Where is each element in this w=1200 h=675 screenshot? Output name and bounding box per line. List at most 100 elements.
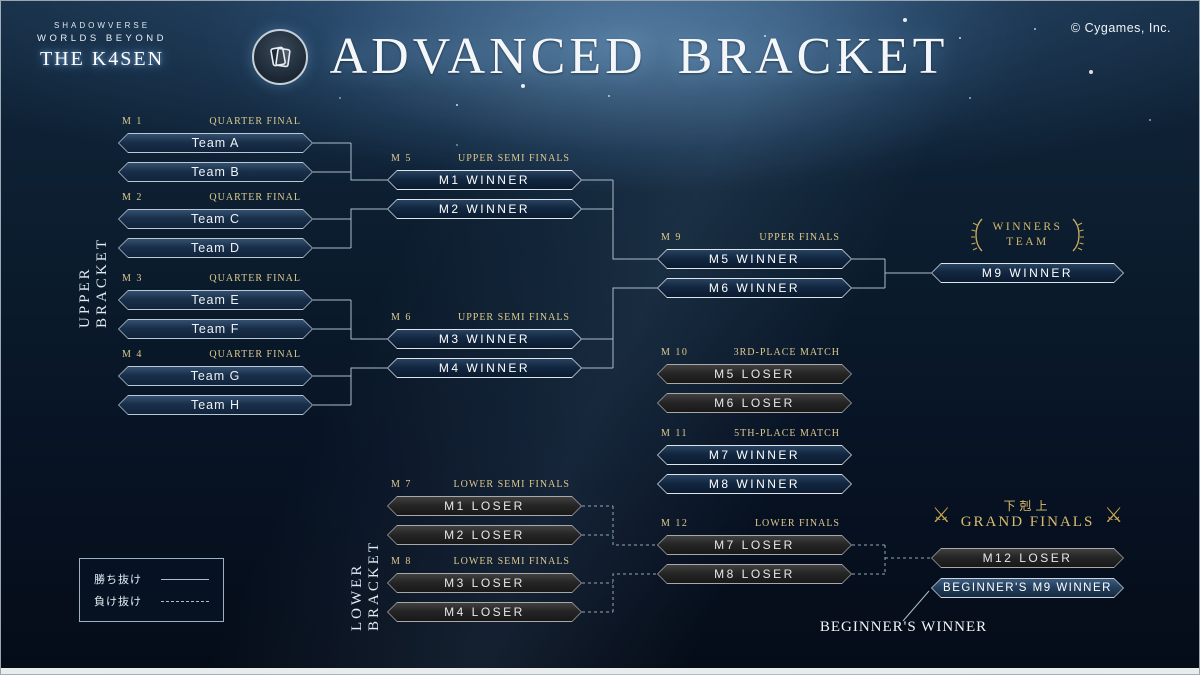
bottom-strip xyxy=(1,668,1199,674)
slot-box: M4 LOSER xyxy=(387,602,582,622)
loser-lines xyxy=(582,505,931,613)
match-type: LOWER SEMI FINALS xyxy=(453,556,570,567)
slot-box: M4 WINNER xyxy=(387,358,582,378)
slot-label: M7 LOSER xyxy=(714,538,795,552)
m12-loser-box: M12 LOSER xyxy=(931,548,1124,568)
match-id: M 1 xyxy=(122,116,143,127)
laurel-right-icon xyxy=(1070,217,1085,253)
slot-label: M9 WINNER xyxy=(981,266,1074,280)
slot-box: M8 LOSER xyxy=(657,564,852,584)
match-header: M 4 QUARTER FINAL xyxy=(118,346,313,360)
match-m2: M 2 QUARTER FINAL Team C Team D xyxy=(118,189,313,267)
winners-team-line2: TEAM xyxy=(1006,236,1049,248)
slot-box: M2 WINNER xyxy=(387,199,582,219)
match-m8: M 8 LOWER SEMI FINALS M3 LOSER M4 LOSER xyxy=(387,553,582,631)
winners-team-line1: WINNERS xyxy=(992,221,1063,234)
slot-label: M2 WINNER xyxy=(438,202,531,216)
match-id: M 6 xyxy=(391,312,412,323)
match-type: QUARTER FINAL xyxy=(209,116,301,127)
match-id: M 4 xyxy=(122,349,143,360)
match-m11: M 11 5TH-PLACE MATCH M7 WINNER M8 WINNER xyxy=(657,425,852,503)
match-id: M 8 xyxy=(391,556,412,567)
slot-box: M3 WINNER xyxy=(387,329,582,349)
slot-label: M3 LOSER xyxy=(444,576,525,590)
team-name: Team C xyxy=(190,212,241,226)
team-name: Team F xyxy=(191,322,240,336)
match-id: M 9 xyxy=(661,232,682,243)
match-header: M 2 QUARTER FINAL xyxy=(118,189,313,203)
team-name: Team D xyxy=(190,241,241,255)
slot-label: M4 WINNER xyxy=(438,361,531,375)
match-type: UPPER SEMI FINALS xyxy=(457,312,570,323)
match-id: M 5 xyxy=(391,153,412,164)
winners-team-text: WINNERS TEAM xyxy=(993,220,1063,250)
slot-label: M6 WINNER xyxy=(708,281,801,295)
team-box: Team C xyxy=(118,209,313,229)
match-type: QUARTER FINAL xyxy=(209,273,301,284)
crossed-swords-right-icon: ⚔ xyxy=(1104,503,1124,527)
team-box: Team G xyxy=(118,366,313,386)
grand-finals-header: ⚔ 下剋上 GRAND FINALS ⚔ xyxy=(916,499,1139,531)
dashed-line-sample xyxy=(161,600,209,602)
crossed-swords-left-icon: ⚔ xyxy=(931,503,951,527)
team-name: Team E xyxy=(191,293,240,307)
slot-box: M6 LOSER xyxy=(657,393,852,413)
beginners-winner-label: BEGINNER'S WINNER xyxy=(819,619,988,635)
slot-label: M1 WINNER xyxy=(438,173,531,187)
match-m5: M 5 UPPER SEMI FINALS M1 WINNER M2 WINNE… xyxy=(387,150,582,228)
cards-icon xyxy=(251,28,308,85)
slot-label: M12 LOSER xyxy=(982,551,1073,565)
slot-label: M8 WINNER xyxy=(708,477,801,491)
match-header: M 1 QUARTER FINAL xyxy=(118,113,313,127)
legend: 勝ち抜け 負け抜け xyxy=(79,558,224,622)
slot-box: M5 LOSER xyxy=(657,364,852,384)
logo-brand: SHADOWVERSE xyxy=(53,21,151,30)
grand-finals-en: GRAND FINALS xyxy=(960,514,1095,531)
match-type: 5TH-PLACE MATCH xyxy=(734,428,840,439)
match-m4: M 4 QUARTER FINAL Team G Team H xyxy=(118,346,313,424)
slot-label: BEGINNER'S M9 WINNER xyxy=(943,582,1112,594)
legend-win-row: 勝ち抜け xyxy=(94,571,209,587)
match-id: M 12 xyxy=(661,518,689,529)
beginners-m9-winner-box: BEGINNER'S M9 WINNER xyxy=(931,578,1124,598)
slot-label: M5 WINNER xyxy=(708,252,801,266)
match-header: M 12 LOWER FINALS xyxy=(657,515,852,529)
m9-winner-box: M9 WINNER xyxy=(931,263,1124,283)
match-id: M 10 xyxy=(661,347,689,358)
slot-label: M3 WINNER xyxy=(438,332,531,346)
slot-box: M1 LOSER xyxy=(387,496,582,516)
team-name: Team A xyxy=(191,136,240,150)
match-m7: M 7 LOWER SEMI FINALS M1 LOSER M2 LOSER xyxy=(387,476,582,554)
match-header: M 6 UPPER SEMI FINALS xyxy=(387,309,582,323)
page-header: ADVANCED BRACKET xyxy=(1,27,1199,86)
legend-lose-label: 負け抜け xyxy=(94,596,142,608)
slot-box: M2 LOSER xyxy=(387,525,582,545)
team-box: Team D xyxy=(118,238,313,258)
slot-label: M6 LOSER xyxy=(714,396,795,410)
logo-subtitle: WORLDS BEYOND xyxy=(37,33,167,44)
match-m1: M 1 QUARTER FINAL Team A Team B xyxy=(118,113,313,191)
winners-team-emblem: WINNERS TEAM xyxy=(931,217,1124,253)
slot-box: M1 WINNER xyxy=(387,170,582,190)
solid-line-sample xyxy=(161,578,209,580)
slot-box: M6 WINNER xyxy=(657,278,852,298)
slot-label: M7 WINNER xyxy=(708,448,801,462)
match-id: M 2 xyxy=(122,192,143,203)
slot-box: M7 LOSER xyxy=(657,535,852,555)
team-name: Team H xyxy=(190,398,241,412)
winner-lines xyxy=(313,142,931,622)
match-m9: M 9 UPPER FINALS M5 WINNER M6 WINNER xyxy=(657,229,852,307)
match-type: LOWER FINALS xyxy=(754,518,840,529)
copyright: © Cygames, Inc. xyxy=(1070,21,1171,35)
match-id: M 7 xyxy=(391,479,412,490)
team-box: Team A xyxy=(118,133,313,153)
team-box: Team E xyxy=(118,290,313,310)
slot-label: M2 LOSER xyxy=(444,528,525,542)
match-m3: M 3 QUARTER FINAL Team E Team F xyxy=(118,270,313,348)
logo-title: THE K4SEN xyxy=(39,48,165,70)
match-header: M 8 LOWER SEMI FINALS xyxy=(387,553,582,567)
match-header: M 5 UPPER SEMI FINALS xyxy=(387,150,582,164)
page-title: ADVANCED BRACKET xyxy=(329,28,949,85)
match-id: M 11 xyxy=(661,428,689,439)
